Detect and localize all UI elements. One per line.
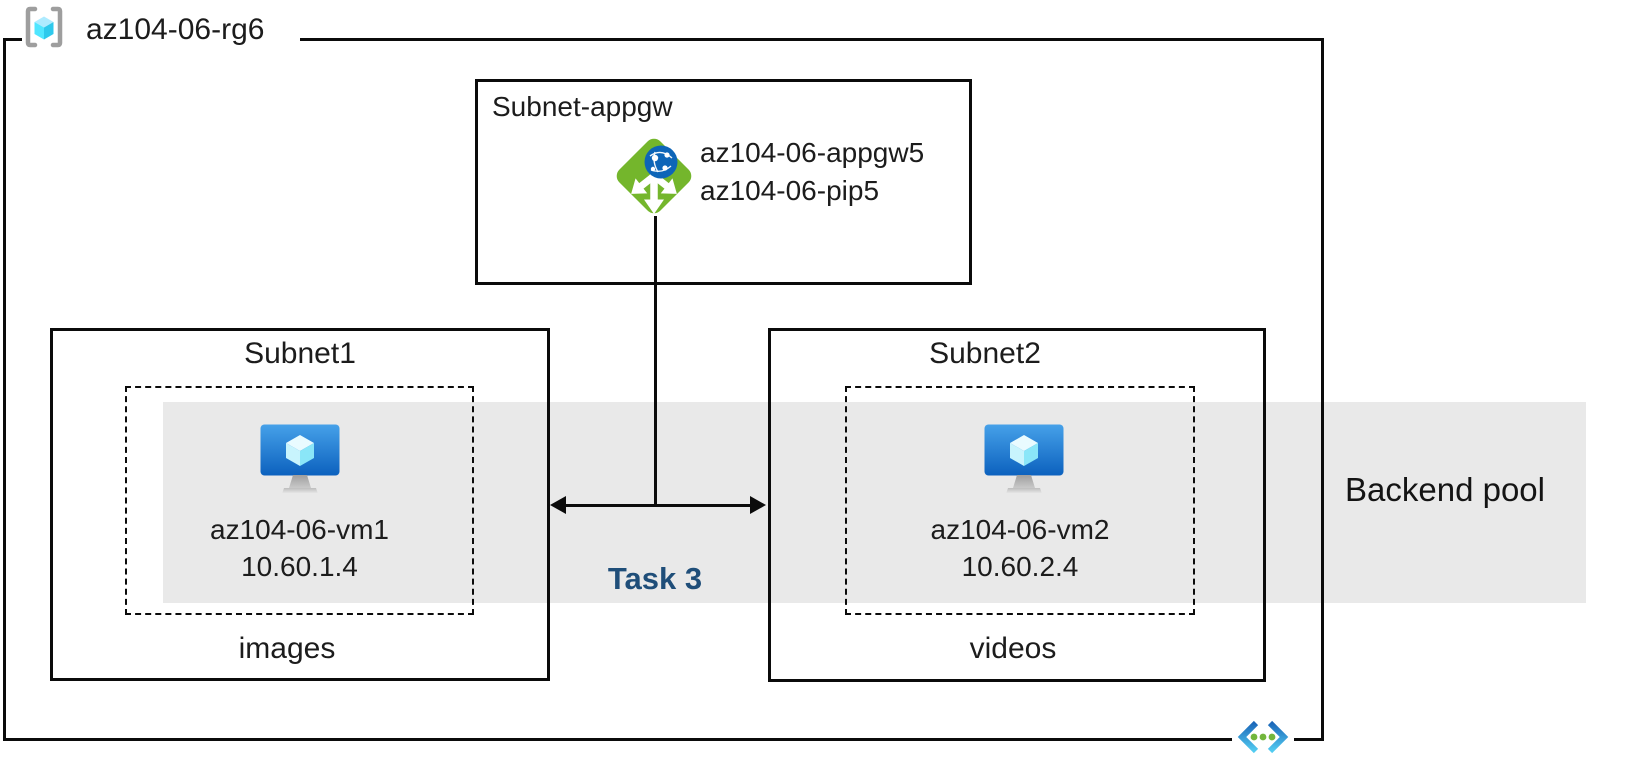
subnet2-backend-zone — [845, 386, 1195, 615]
resource-group-label: az104-06-rg6 — [86, 13, 265, 46]
vm2-name: az104-06-vm2 — [930, 514, 1110, 545]
backend-pool-label: Backend pool — [1345, 471, 1545, 508]
appgw-subnet-box — [475, 79, 972, 285]
vm1-label-block: az104-06-vm1 10.60.1.4 — [125, 511, 474, 585]
backend-pool-band — [163, 402, 1586, 603]
connector-vertical-line — [654, 216, 657, 506]
subnet2-caption: videos — [969, 632, 1057, 665]
virtual-network-icon — [1237, 720, 1289, 754]
subnet2-box — [768, 328, 1266, 682]
vm1-name: az104-06-vm1 — [210, 514, 389, 545]
application-gateway-icon — [616, 138, 692, 214]
resource-group-icon — [25, 6, 63, 48]
subnet1-title: Subnet1 — [244, 337, 356, 370]
vm2-label-block: az104-06-vm2 10.60.2.4 — [845, 511, 1195, 585]
virtual-machine-icon — [984, 424, 1064, 494]
arrowhead-right-icon — [750, 496, 766, 514]
subnet1-caption: images — [238, 632, 336, 665]
vm1-ip: 10.60.1.4 — [241, 551, 358, 582]
subnet1-box — [50, 328, 550, 681]
appgw-public-ip-name: az104-06-pip5 — [700, 175, 880, 206]
resource-group-top-border-right-segment — [300, 38, 1324, 41]
resource-group-top-border-left-segment — [3, 38, 22, 41]
appgw-gateway-name: az104-06-appgw5 — [700, 137, 925, 168]
subnet1-backend-zone — [125, 386, 474, 615]
subnet2-title: Subnet2 — [929, 337, 1041, 370]
appgw-subnet-title: Subnet-appgw — [492, 91, 673, 122]
task-label: Task 3 — [607, 561, 703, 596]
resource-group-box — [3, 38, 1324, 741]
connector-horizontal-line — [562, 504, 756, 507]
vm2-ip: 10.60.2.4 — [961, 551, 1079, 582]
appgw-name-block: az104-06-appgw5 az104-06-pip5 — [700, 134, 924, 210]
virtual-machine-icon — [260, 424, 340, 494]
arrowhead-left-icon — [550, 496, 566, 514]
